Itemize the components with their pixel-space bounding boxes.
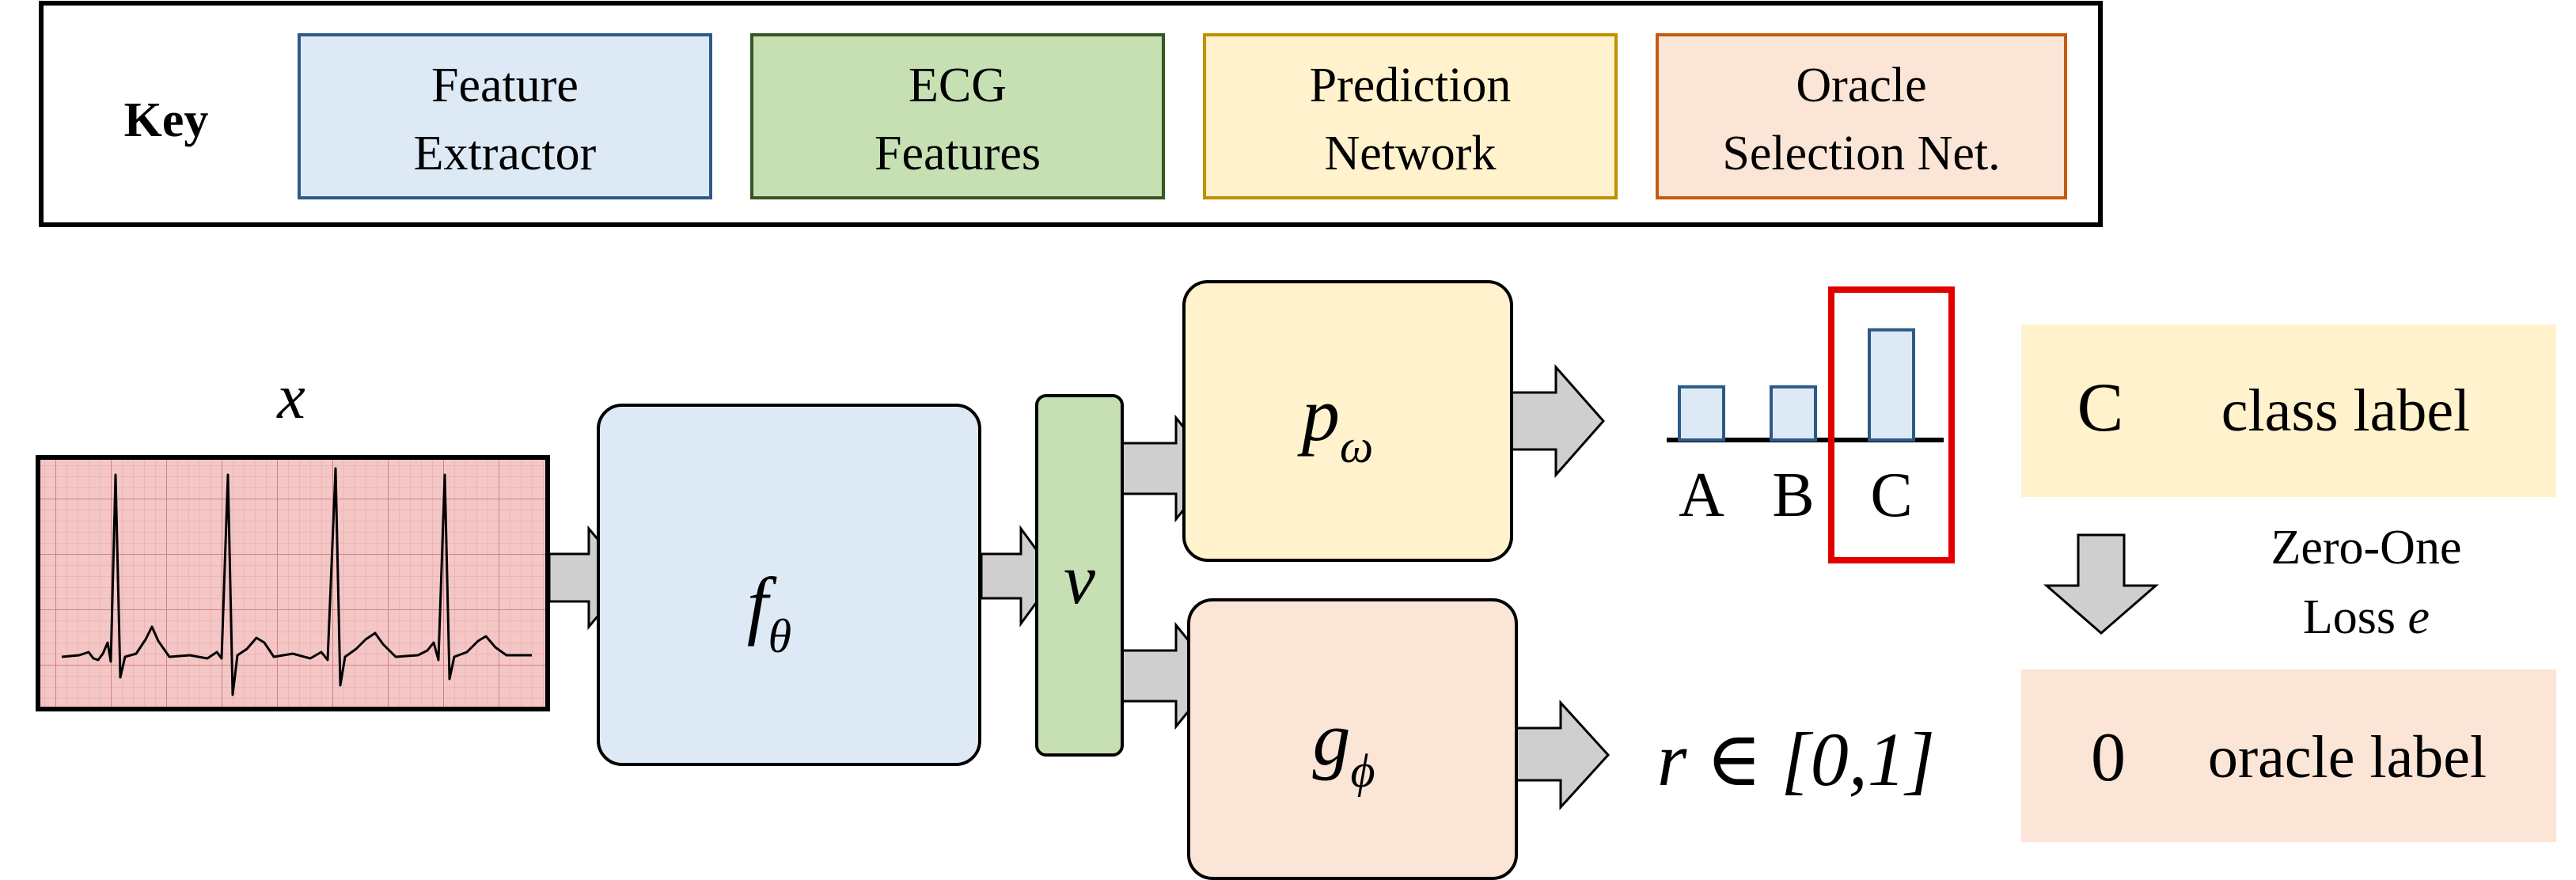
key-label-line2: Selection Net. bbox=[1722, 127, 2000, 180]
key-swatch-prediction-network bbox=[1203, 33, 1618, 199]
key-item-oracle-selection-net: Oracle Selection Net. bbox=[1656, 33, 2067, 199]
key-panel: Key Feature Extractor ECG Features Predi… bbox=[39, 1, 2103, 227]
prediction-network-symbol: pω bbox=[1297, 372, 1373, 472]
prediction-bar-a bbox=[1678, 385, 1725, 442]
key-swatch-ecg-features bbox=[750, 33, 1165, 199]
ecg-trace bbox=[61, 467, 532, 696]
features-block: v bbox=[1035, 394, 1124, 757]
key-label-line2: Extractor bbox=[414, 127, 597, 180]
key-label-line1: Feature bbox=[431, 59, 579, 112]
prediction-network-box bbox=[1182, 280, 1513, 562]
prediction-class-label-c: C bbox=[1870, 461, 1912, 530]
oracle-label-text: oracle label bbox=[2208, 724, 2487, 791]
oracle-label-panel: 0 oracle label bbox=[2021, 669, 2556, 842]
selected-class-highlight bbox=[1828, 286, 1955, 563]
key-item-feature-extractor: Feature Extractor bbox=[298, 33, 712, 199]
prediction-bar-c bbox=[1868, 328, 1915, 442]
features-symbol: v bbox=[1064, 541, 1095, 619]
prediction-bar-b bbox=[1770, 385, 1817, 442]
selection-network-symbol: gϕ bbox=[1312, 696, 1375, 797]
arrow-selection-to-output bbox=[1513, 700, 1610, 810]
class-label-text: class label bbox=[2221, 377, 2470, 444]
key-label-line2: Features bbox=[874, 127, 1041, 180]
oracle-label-value: 0 bbox=[2091, 719, 2126, 796]
prediction-class-label-a: A bbox=[1679, 461, 1724, 530]
feature-extractor-box bbox=[597, 404, 981, 766]
selection-output-label: r ∈ [0,1] bbox=[1657, 717, 1935, 802]
key-item-ecg-features: ECG Features bbox=[750, 33, 1165, 199]
arrow-prediction-to-output bbox=[1510, 364, 1606, 478]
selection-network-box bbox=[1187, 598, 1518, 880]
selection-network-block: gϕ bbox=[1187, 598, 1518, 880]
zero-one-loss: Zero-One Loss e bbox=[2271, 521, 2462, 644]
class-label-value: C bbox=[2077, 370, 2124, 446]
key-swatch-feature-extractor bbox=[298, 33, 712, 199]
key-swatch-oracle-selection-net bbox=[1656, 33, 2067, 199]
loss-line1: Zero-One bbox=[2271, 521, 2462, 575]
arrow-class-label-to-oracle-label bbox=[2043, 533, 2160, 635]
class-label-panel: C class label bbox=[2021, 324, 2556, 497]
oracle-label-background bbox=[2021, 669, 2556, 842]
key-item-prediction-network: Prediction Network bbox=[1203, 33, 1618, 199]
ecg-strip-border bbox=[36, 455, 550, 711]
class-label-background bbox=[2021, 324, 2556, 497]
loss-line2: Loss e bbox=[2303, 590, 2430, 644]
key-label-line2: Network bbox=[1325, 127, 1497, 180]
key-label-line1: ECG bbox=[909, 59, 1007, 112]
key-label-line1: Prediction bbox=[1310, 59, 1512, 112]
feature-extractor-block: fθ bbox=[597, 404, 981, 766]
input-ecg: x bbox=[36, 362, 550, 711]
prediction-network-block: pω bbox=[1182, 280, 1513, 562]
key-label-line1: Oracle bbox=[1796, 59, 1926, 112]
features-box bbox=[1035, 394, 1124, 757]
key-title: Key bbox=[124, 93, 209, 147]
input-label: x bbox=[276, 362, 305, 432]
prediction-class-label-b: B bbox=[1772, 461, 1814, 530]
